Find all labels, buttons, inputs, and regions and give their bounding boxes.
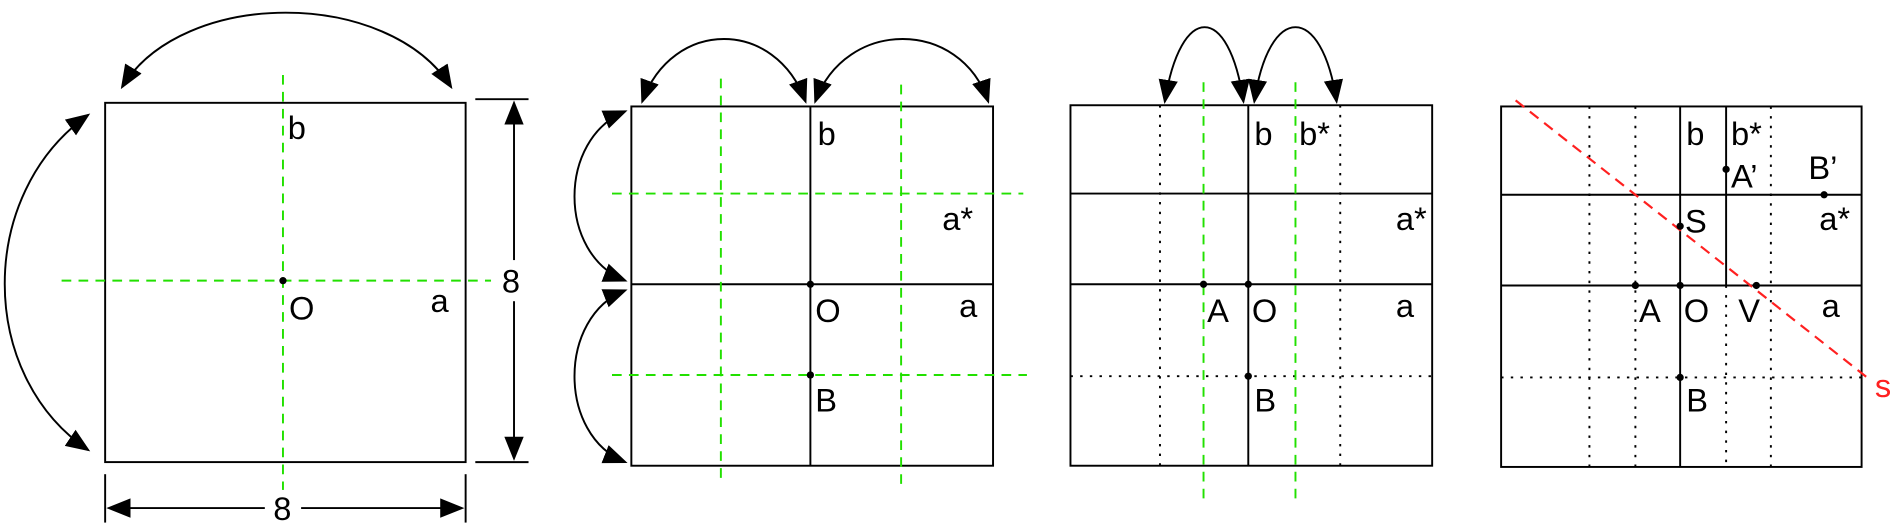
label-S: S (1685, 202, 1707, 239)
label-b: b (818, 115, 836, 152)
label-O: O (289, 289, 314, 326)
label-B: B (815, 381, 837, 418)
label-a: a (1396, 287, 1415, 324)
label-b-star: b* (1731, 115, 1762, 152)
swap-arrow-left (3, 113, 91, 452)
label-a-star: a* (1819, 200, 1850, 237)
panel-1: b O a 8 8 (3, 11, 531, 525)
panel-4: b b* A’ B’ a* S A O V a B s (1500, 99, 1891, 468)
label-a-star: a* (1396, 200, 1427, 237)
label-A: A (1639, 292, 1661, 329)
label-O: O (1684, 292, 1709, 329)
label-A: A (1207, 292, 1229, 329)
swap-arrow-top (120, 11, 453, 90)
label-B-prime: B’ (1808, 149, 1837, 186)
label-a-star: a* (942, 200, 973, 237)
label-a: a (959, 287, 978, 324)
swap-arrow-left-top (573, 110, 628, 282)
label-dimension-vertical: 8 (502, 263, 520, 300)
label-b-star: b* (1299, 115, 1330, 152)
swap-arrow-top-right (1247, 26, 1344, 105)
label-O: O (815, 292, 840, 329)
cell-square (104, 101, 467, 464)
label-s: s (1875, 367, 1891, 404)
panel-3: b b* a* A O a B (1069, 26, 1434, 503)
swap-arrow-left-bottom (573, 289, 628, 464)
label-b: b (1686, 115, 1704, 152)
label-b: b (288, 109, 306, 146)
swap-arrow-top-left (640, 38, 808, 104)
label-A-prime: A’ (1731, 158, 1758, 195)
label-dimension-horizontal: 8 (273, 490, 291, 525)
line-s (1514, 99, 1871, 381)
label-b: b (1254, 115, 1272, 152)
label-O: O (1252, 292, 1277, 329)
swap-arrow-top-left (1158, 26, 1250, 105)
label-V: V (1738, 292, 1760, 329)
label-B: B (1686, 381, 1708, 418)
label-a: a (431, 282, 450, 319)
label-a: a (1822, 287, 1841, 324)
label-B: B (1254, 381, 1276, 418)
panel-2: b a* O a B (573, 38, 1027, 484)
swap-arrow-top-right (813, 38, 991, 104)
point-O (279, 277, 287, 285)
